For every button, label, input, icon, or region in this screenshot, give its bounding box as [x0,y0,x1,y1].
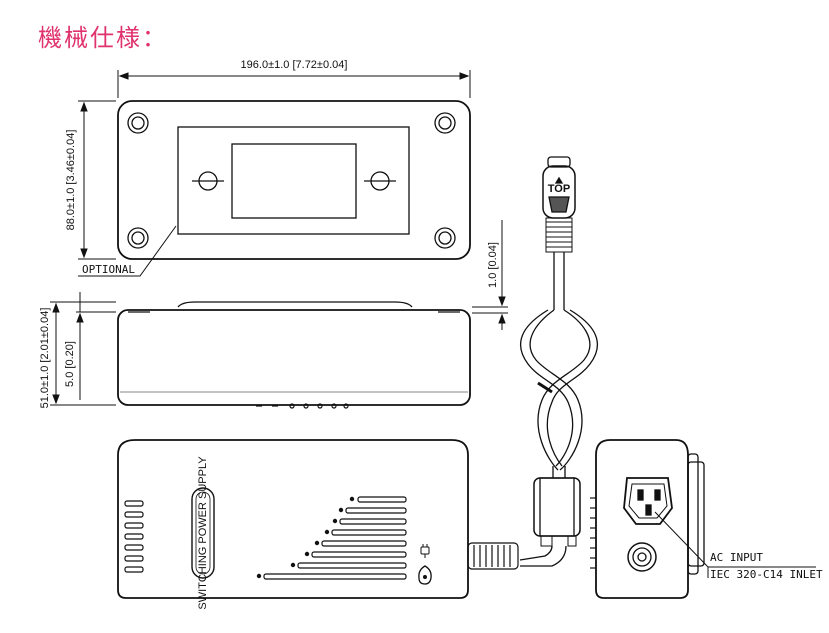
optional-label: OPTIONAL [82,263,135,276]
round-indicator [627,542,657,572]
height-dimension [50,292,116,406]
device-label: SWITCHING POWER SUPPLY [197,456,209,610]
side-view [117,301,471,409]
dc-connector [542,156,576,253]
end-view [590,439,816,599]
vents-stepped [263,496,407,580]
width-dimension [78,100,116,260]
ferrite-core [533,477,581,547]
iec-inlet [623,477,673,525]
top-view [117,100,471,260]
vents-left [124,500,144,573]
width-dimension-label: 88.0±1.0 [3.46±0.04] [65,130,77,231]
front-view [117,439,519,599]
connector-top-label: TOP [548,183,570,195]
plug-symbol-icon [420,544,430,558]
gap-dimension-label: 1.0 [0.04] [487,242,499,288]
screw-holes [127,112,456,249]
gap-dimension [472,220,508,330]
dc-cord [520,252,598,478]
length-dimension-label: 196.0±1.0 [7.72±0.04] [241,59,348,71]
keyhole-right [364,171,396,191]
strain-relief [467,542,519,570]
length-dimension [117,70,471,98]
ac-input-label: AC INPUT [710,551,763,564]
height-dimension-label: 51.0±1.0 [2.01±0.04] [39,308,51,409]
inlet-label: IEC 320-C14 INLET [710,568,823,581]
led-indicator [418,565,432,585]
foot-dimension-label: 5.0 [0.20] [64,341,76,387]
keyhole-left [192,171,224,191]
page-title: 機械仕様： [38,24,168,52]
